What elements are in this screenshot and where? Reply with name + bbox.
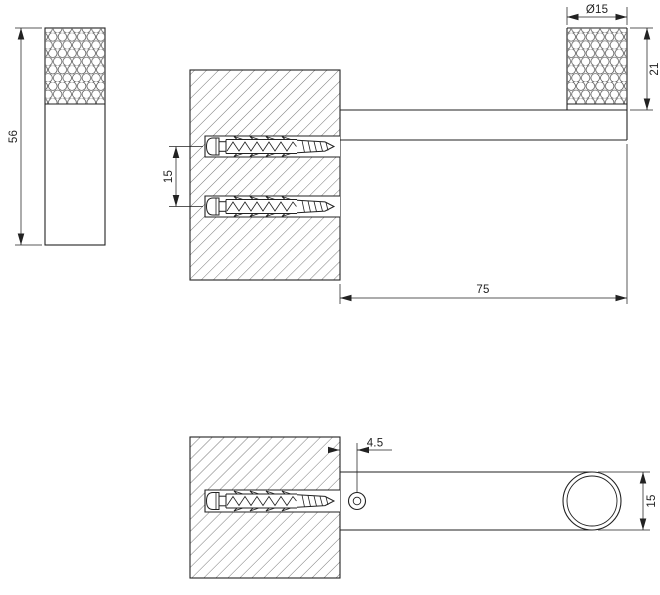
dim-label-knob-height: 21: [649, 62, 660, 75]
dim-label-anchor-spacing: 15: [163, 170, 175, 183]
fixture-plan-view: [340, 471, 622, 531]
wall-hatch-front: [189, 69, 341, 281]
knob-knurl-texture: [567, 28, 627, 104]
side-profile-view: [44, 27, 106, 246]
dim-label-arm-diameter: 15: [646, 494, 658, 507]
knob-end-circle-outer: [562, 471, 622, 531]
screw-head-circle-inner: [352, 496, 362, 506]
screw-head-circle-outer: [347, 491, 367, 511]
dim-label-knob-diameter: Ø15: [586, 4, 608, 16]
wall-section-front: [189, 69, 341, 281]
fixture-front-view: [340, 27, 628, 141]
wall-section-plan: [189, 436, 341, 579]
dimension-labels: 56 15 Ø15 21 75 4.5 15: [8, 4, 660, 508]
dim-label-screw-standoff: 4.5: [367, 438, 384, 450]
dim-label-projection: 75: [476, 284, 489, 296]
dim-label-total-height: 56: [8, 130, 20, 143]
dimension-lines: [15, 7, 653, 531]
knob-end-circle-inner: [566, 475, 618, 527]
knurl-texture: [45, 28, 105, 104]
fixture-body-outline: [44, 27, 106, 246]
